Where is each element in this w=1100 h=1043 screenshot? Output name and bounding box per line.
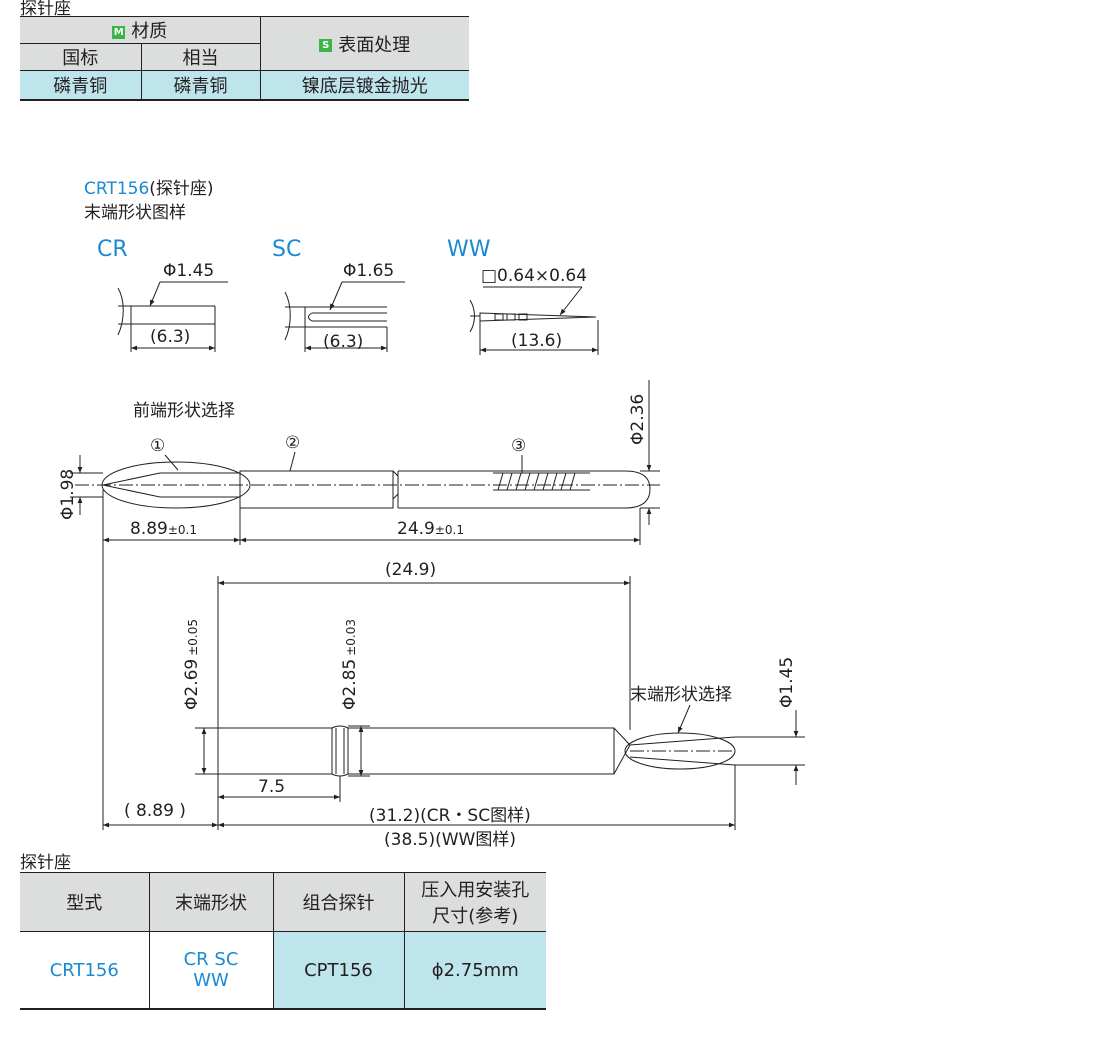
ww-label: WW: [447, 237, 491, 262]
end-shape-select-label: 末端形状选择: [630, 685, 732, 705]
sc-diameter: Φ1.65: [343, 261, 394, 281]
pattern-title: 末端形状图样: [84, 203, 186, 223]
ww-length: (13.6): [511, 331, 562, 351]
front-shape-select-label: 前端形状选择: [133, 401, 235, 421]
dia-285-label: Φ2.85±0.03: [340, 619, 360, 710]
cr-length: (6.3): [150, 327, 190, 347]
row-hole: ϕ2.75mm: [403, 931, 546, 1009]
sc-break-line: [284, 291, 291, 341]
part-2-label: ②: [285, 433, 300, 453]
dia-236-label: Φ2.36: [628, 394, 648, 445]
col-gb-header: 国标: [20, 43, 141, 71]
dia-198-label: Φ1.98: [58, 469, 78, 520]
part-1-label: ①: [150, 436, 165, 456]
val-equiv-cell: 磷青铜: [140, 70, 260, 100]
dim-249-ref: (24.9): [385, 560, 436, 580]
val-gb-cell: 磷青铜: [20, 70, 141, 100]
cr-label: CR: [97, 237, 128, 262]
sc-label: SC: [272, 237, 301, 262]
material-section-title: 探针座: [20, 0, 71, 19]
ww-size: □0.64×0.64: [481, 266, 587, 286]
sc-length: (6.3): [323, 332, 363, 352]
spec-section-title: 探针座: [20, 853, 71, 873]
lower-body: [217, 727, 333, 775]
header-end-shape: 末端形状: [148, 873, 273, 932]
dia-269-label: Φ2.69±0.05: [182, 619, 202, 710]
header-probe: 组合探针: [272, 873, 404, 932]
surface-badge-icon: S: [319, 39, 333, 52]
dia-145-label: Φ1.45: [777, 657, 797, 708]
row-type: CRT156: [49, 959, 119, 981]
material-badge-icon: M: [112, 25, 126, 39]
dim-312: (31.2)(CR・SC图样): [369, 806, 531, 826]
surface-header-label: 表面处理: [338, 34, 411, 56]
material-header-label: 材质: [131, 21, 168, 42]
header-hole: 压入用安装孔尺寸(参考): [403, 873, 546, 932]
material-table: M 材质 S 表面处理 国标 相当 磷青铜 磷青铜 镍底层镀金抛光: [20, 17, 469, 101]
dim-385: (38.5)(WW图样): [384, 830, 516, 850]
cr-break-line: [117, 287, 124, 336]
dim-75: 7.5: [258, 777, 285, 797]
dim-889-ref: ( 8.89 ): [124, 801, 186, 821]
row-probe: CPT156: [272, 931, 404, 1009]
cr-diameter: Φ1.45: [163, 261, 214, 281]
part-3-label: ③: [511, 436, 526, 456]
material-header-cell: M 材质: [20, 17, 260, 44]
probe-receptacle-drawing: CRT156(探针座) 末端形状图样 CR Φ1.45 (6.3) SC Φ1.…: [58, 179, 805, 850]
col-equiv-header: 相当: [140, 43, 260, 71]
model-label: CRT156(探针座): [84, 179, 214, 199]
val-surface-cell: 镍底层镀金抛光: [259, 70, 469, 100]
header-type: 型式: [20, 873, 149, 932]
dim-889: 8.89±0.1: [130, 519, 197, 539]
probe-tip: [102, 472, 240, 498]
surface-header-cell: S 表面处理: [259, 17, 469, 71]
dim-249: 24.9±0.1: [397, 519, 464, 539]
